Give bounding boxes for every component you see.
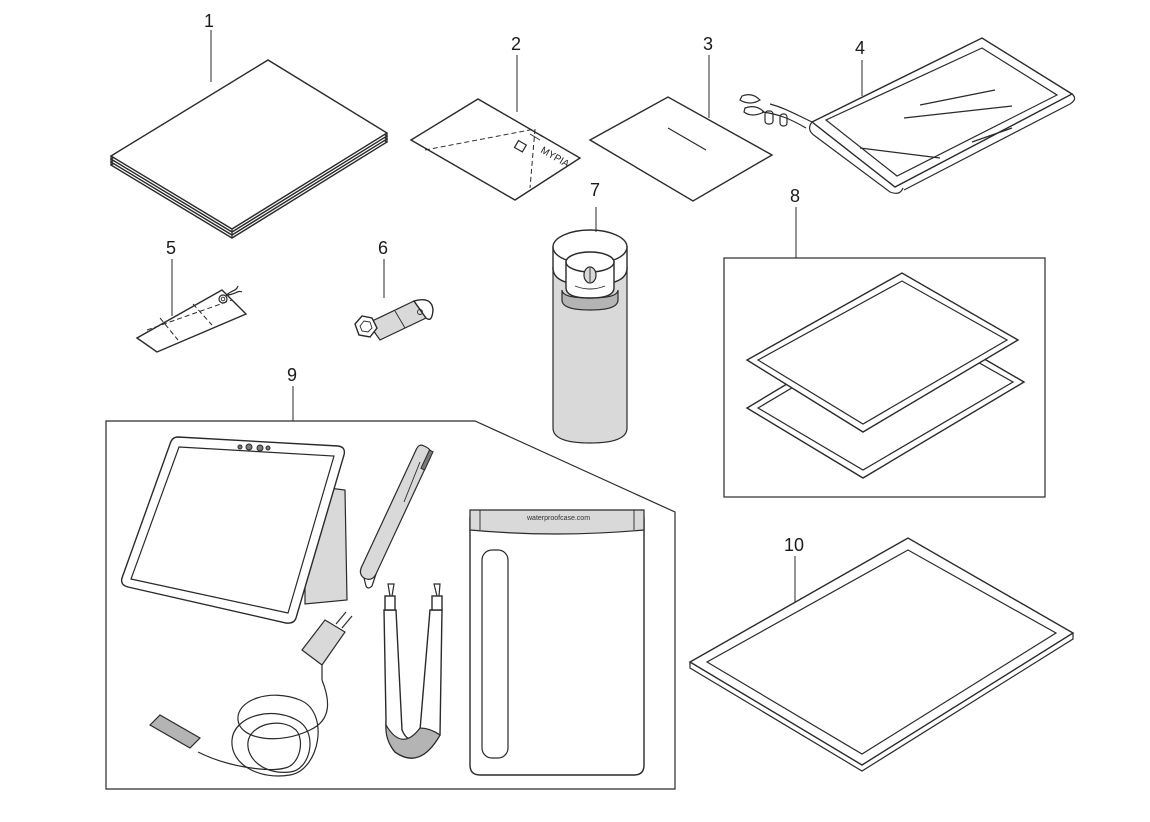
stylus-pen — [359, 444, 434, 589]
waterproof-pouch: waterproofcase.com — [469, 509, 645, 776]
callout-6: 6 — [378, 238, 388, 258]
callout-5: 5 — [166, 238, 176, 258]
item-4-screen-pouch — [739, 37, 1076, 194]
callout-2: 2 — [511, 34, 521, 54]
callout-3: 3 — [703, 34, 713, 54]
item-1-manual-booklet — [109, 59, 389, 239]
item-2-warranty-card: MYPIA — [409, 98, 582, 201]
item-9-tablet-kit: waterproofcase.com — [105, 420, 676, 790]
item-7-spray-bottle — [552, 229, 628, 444]
callout-8: 8 — [790, 186, 800, 206]
item-6-hex-wrench — [354, 298, 434, 341]
item-8-screen-protectors — [723, 257, 1046, 498]
power-charger — [149, 611, 353, 777]
callout-10: 10 — [784, 535, 804, 555]
item-5-hang-tag — [135, 285, 248, 353]
callout-1: 1 — [204, 11, 214, 31]
shoulder-strap — [383, 583, 443, 759]
callout-9: 9 — [287, 365, 297, 385]
callout-7: 7 — [590, 180, 600, 200]
item-10-glass-screen — [688, 537, 1075, 772]
tablet — [120, 436, 348, 624]
callout-4: 4 — [855, 38, 865, 58]
item-3-instruction-sheet — [588, 96, 774, 202]
pouch-label: waterproofcase.com — [526, 515, 590, 522]
